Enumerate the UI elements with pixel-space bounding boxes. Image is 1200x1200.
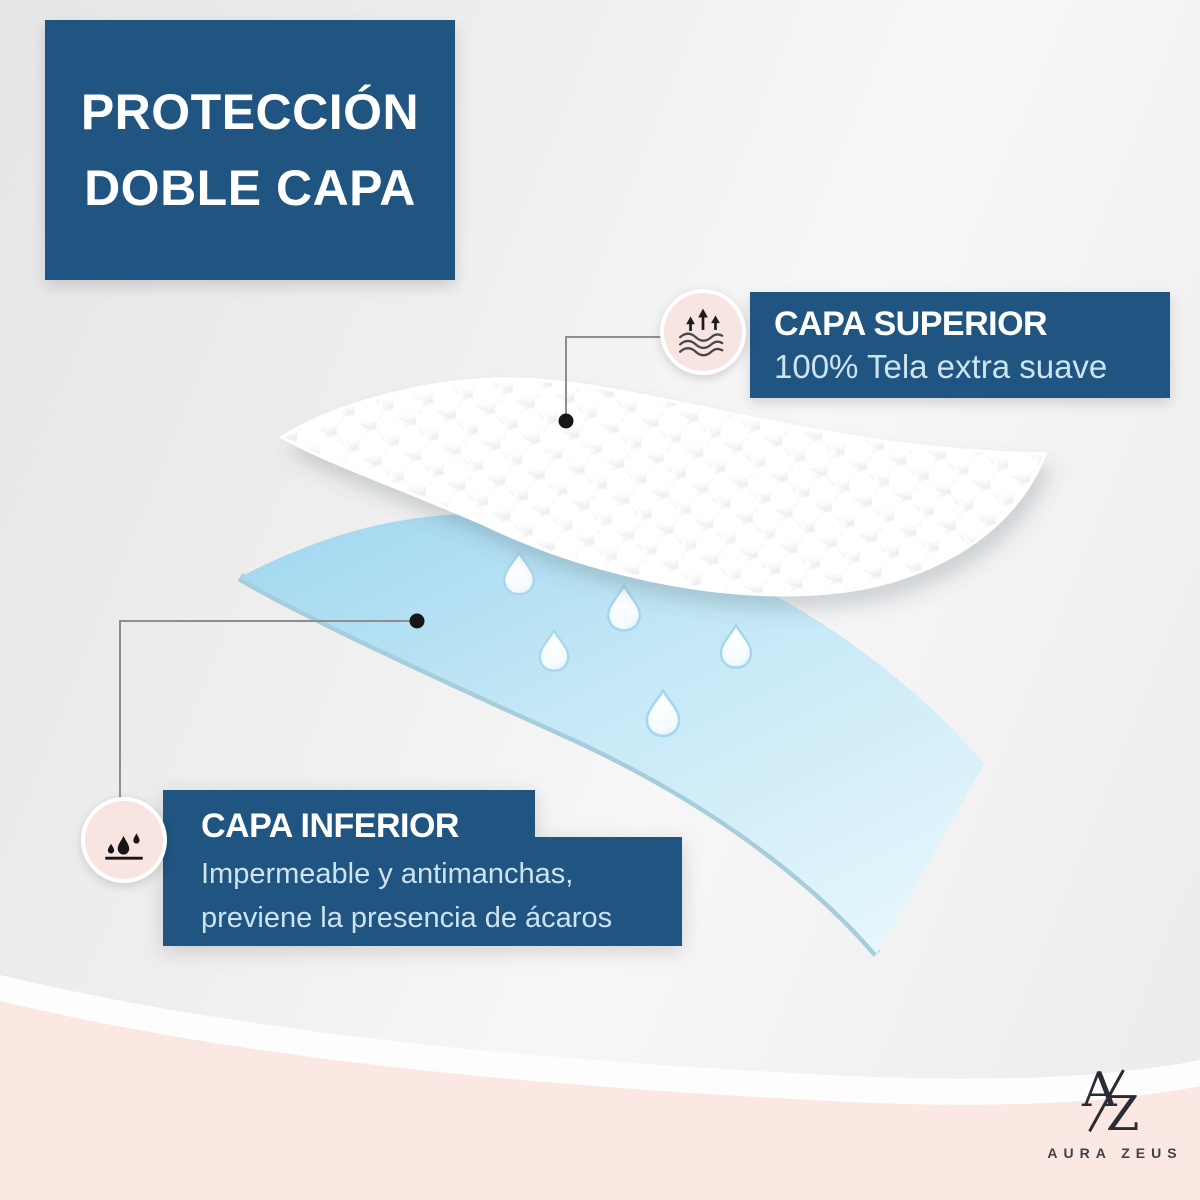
connector-line-superior	[565, 336, 662, 416]
inferior-title: CAPA INFERIOR	[201, 807, 459, 845]
superior-subtitle: 100% Tela extra suave	[774, 348, 1108, 385]
callout-connectors	[119, 336, 662, 800]
callout-superior-box: CAPA SUPERIOR 100% Tela extra suave	[750, 292, 1170, 398]
waterproof-bottom-layer	[237, 513, 984, 957]
inferior-icon-circle	[81, 797, 167, 883]
connector-line-inferior	[119, 620, 417, 800]
title-line-2: DOBLE CAPA	[84, 160, 416, 216]
logo-monogram-z: Z	[1106, 1086, 1140, 1142]
inferior-subtitle-line-2: previene la presencia de ácaros	[201, 902, 613, 934]
bottom-band	[0, 975, 1200, 1200]
superior-icon-circle	[660, 289, 746, 375]
inferior-subtitle-line-1: Impermeable y antimanchas,	[201, 858, 574, 890]
quilted-top-layer	[279, 377, 1048, 597]
brand-name: AURA ZEUS	[1047, 1145, 1183, 1161]
connector-dot-inferior	[409, 613, 425, 629]
title-line-1: PROTECCIÓN	[80, 84, 420, 140]
connector-dot-superior	[558, 413, 574, 429]
brand-logo: A Z AURA ZEUS	[1030, 1060, 1200, 1180]
superior-title: CAPA SUPERIOR	[774, 305, 1048, 343]
title-box: PROTECCIÓN DOBLE CAPA	[45, 20, 455, 280]
breathability-arrows-waves-icon	[679, 308, 724, 357]
waterproof-drops-icon	[105, 833, 143, 860]
